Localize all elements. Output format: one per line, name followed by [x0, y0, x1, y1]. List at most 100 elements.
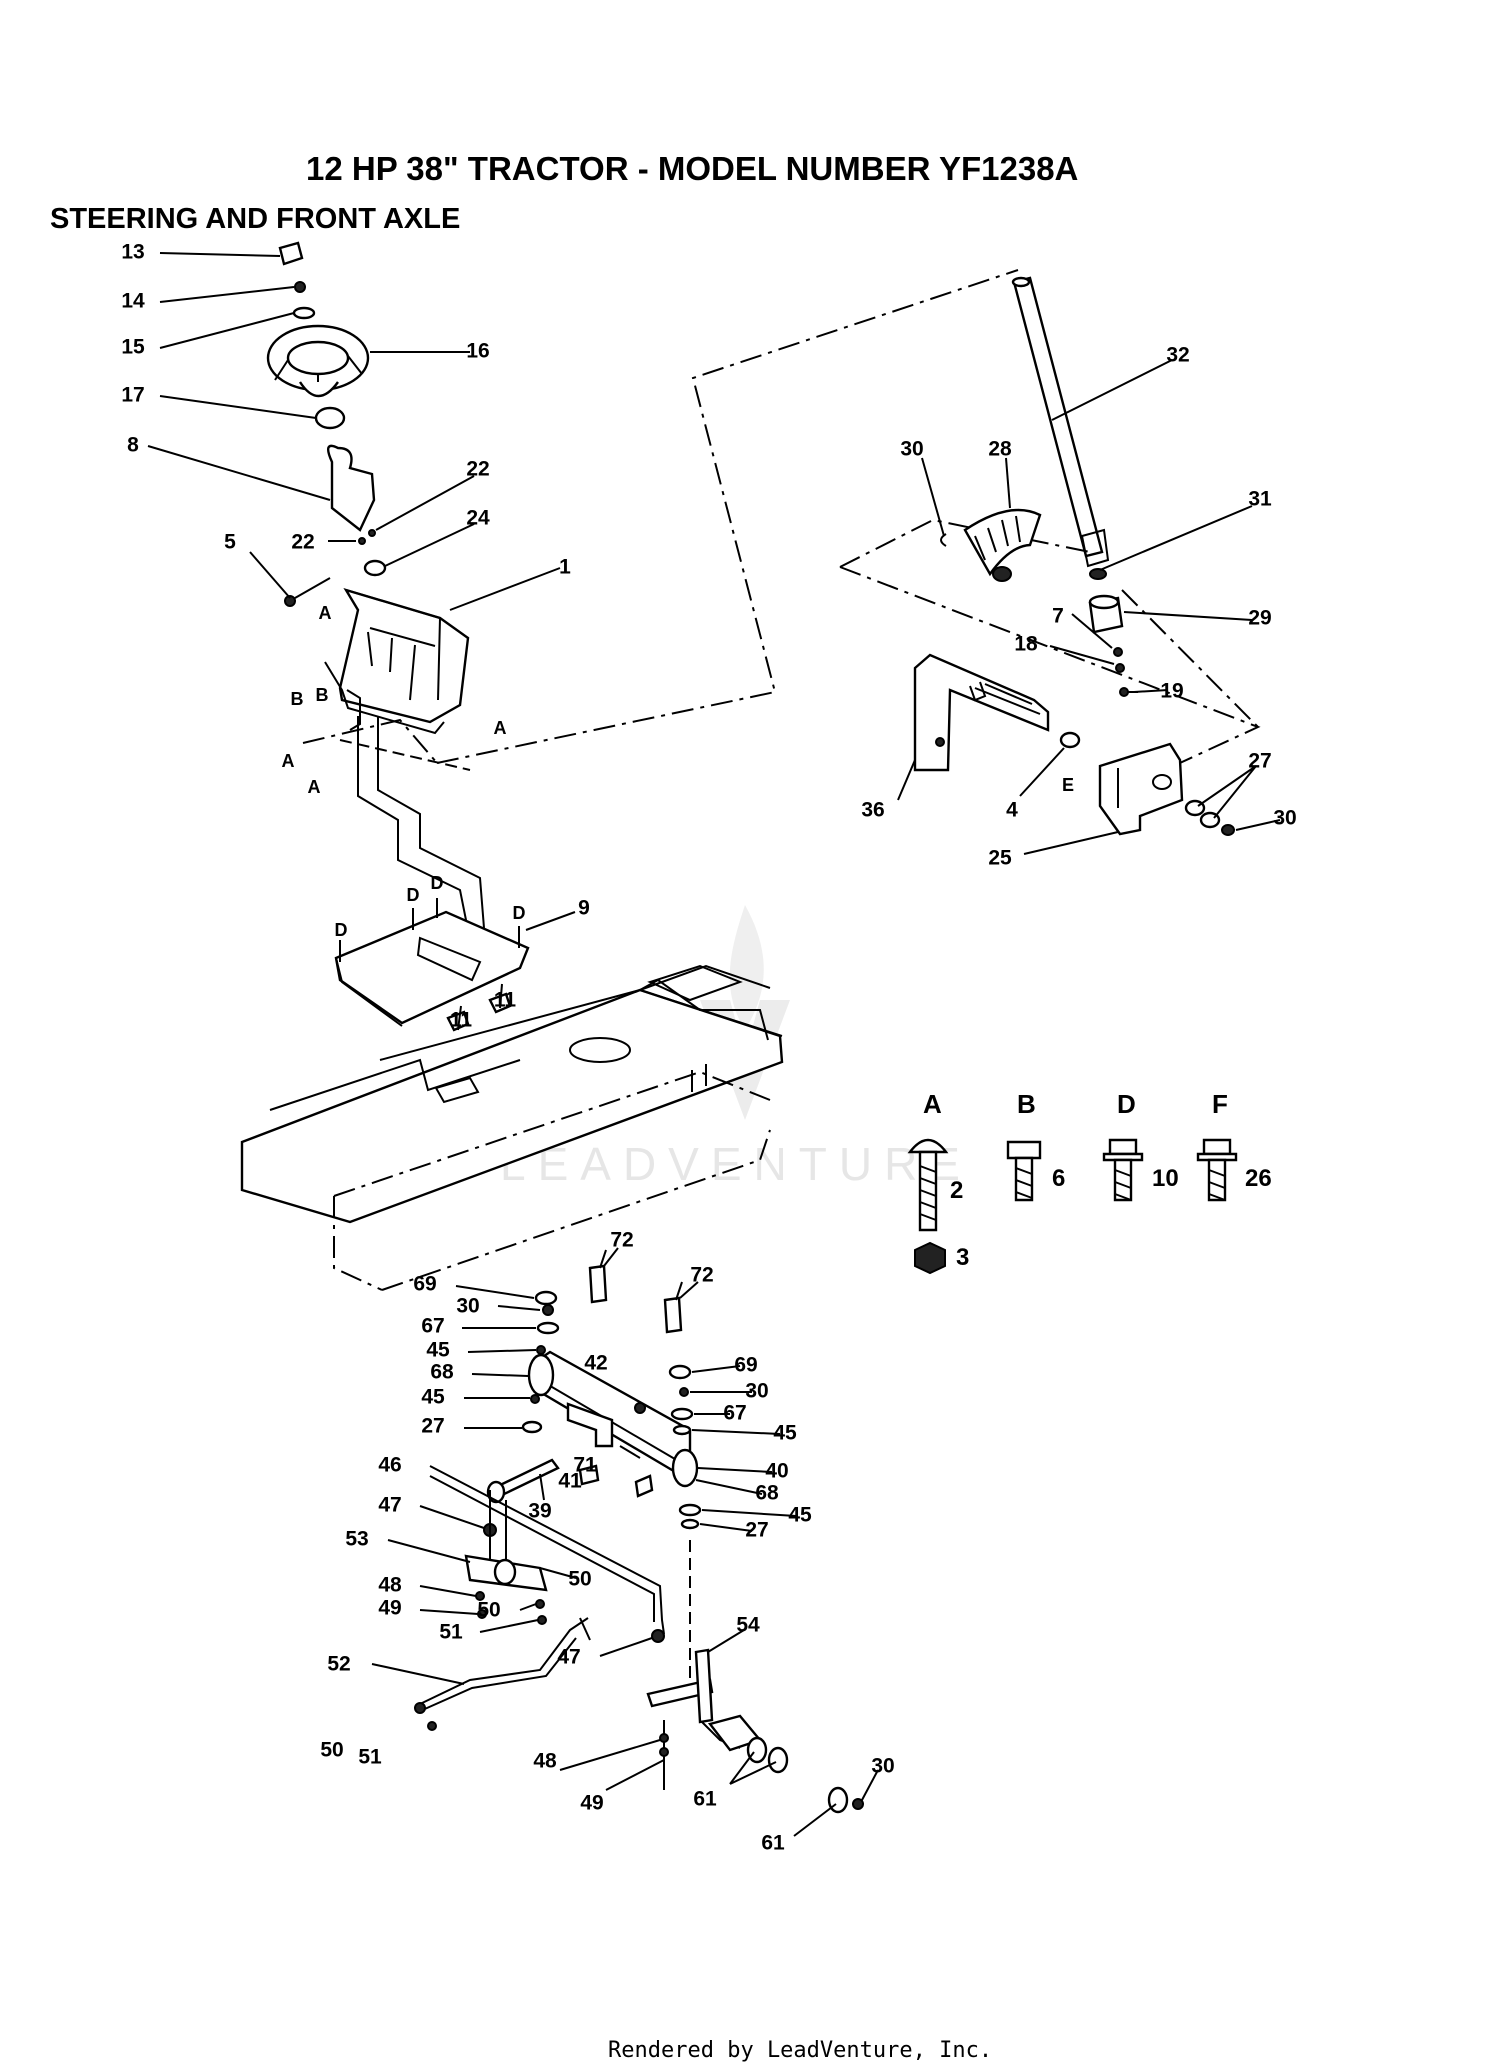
nut — [659, 1747, 669, 1757]
part-callout-27: 27 — [1248, 750, 1271, 773]
legend-letter: F — [1212, 1089, 1228, 1119]
ref-letter-B: B — [316, 685, 329, 705]
part-callout-48: 48 — [533, 1750, 557, 1773]
phantom-line — [1121, 589, 1259, 728]
part-callout-4: 4 — [1006, 799, 1018, 822]
spacer — [368, 529, 376, 537]
part-callout-39: 39 — [528, 1500, 551, 1523]
steering-lever — [913, 653, 1050, 772]
steering-shaft — [377, 716, 485, 929]
leader-lines — [147, 252, 1281, 1837]
phantom-line — [339, 739, 471, 771]
part-callout-30: 30 — [900, 438, 923, 461]
phantom-line — [436, 269, 1019, 764]
watermark-text: LEADVENTURE — [500, 1138, 972, 1190]
ref-letter-D: D — [335, 920, 348, 940]
nut — [651, 1629, 665, 1643]
washer — [1113, 647, 1123, 657]
ref-letter-B: B — [291, 689, 304, 709]
phantom-line — [302, 718, 438, 764]
steering-column-group — [266, 241, 387, 607]
front-axle-group — [414, 1249, 864, 1814]
steering-washer — [292, 306, 316, 320]
part-callout-27: 27 — [745, 1519, 768, 1542]
plate-bolts — [339, 898, 520, 962]
part-callout-46: 46 — [378, 1454, 401, 1477]
washer — [1115, 663, 1125, 673]
part-callout-69: 69 — [734, 1354, 757, 1377]
part-callout-41: 41 — [558, 1470, 582, 1493]
part-callout-47: 47 — [557, 1646, 580, 1669]
clip — [537, 1615, 547, 1625]
part-callout-45: 45 — [421, 1386, 445, 1409]
legend-letter: B — [1017, 1089, 1036, 1119]
washer — [680, 1518, 700, 1530]
part-callout-30: 30 — [871, 1755, 894, 1778]
page-title: 12 HP 38" TRACTOR - MODEL NUMBER YF1238A — [306, 150, 1078, 187]
flange-bolt-icon — [1196, 1138, 1238, 1202]
footer-credit: Rendered by LeadVenture, Inc. — [608, 2038, 992, 2063]
part-callout-54: 54 — [736, 1614, 760, 1637]
part-callout-49: 49 — [580, 1792, 603, 1815]
grease-fitting — [663, 1296, 683, 1334]
ref-letter-D: D — [513, 903, 526, 923]
phantom-line — [839, 566, 1261, 775]
section-title: STEERING AND FRONT AXLE — [50, 203, 460, 235]
part-callout-22: 22 — [466, 458, 489, 481]
part-callout-50: 50 — [320, 1739, 343, 1762]
pin — [578, 1464, 600, 1486]
part-callout-15: 15 — [121, 336, 145, 359]
part-callout-7: 7 — [1052, 605, 1064, 628]
part-callout-61: 61 — [761, 1832, 785, 1855]
axle-bushing — [534, 1290, 558, 1306]
part-callout-68: 68 — [430, 1361, 454, 1384]
part-callout-30: 30 — [745, 1380, 768, 1403]
part-callout-51: 51 — [439, 1621, 463, 1644]
ref-letter-D: D — [407, 885, 420, 905]
part-callout-27: 27 — [421, 1415, 444, 1438]
part-callout-49: 49 — [378, 1597, 401, 1620]
washer — [678, 1503, 702, 1517]
clip — [535, 1599, 545, 1609]
part-callout-69: 69 — [413, 1273, 436, 1296]
part-callout-30: 30 — [456, 1295, 479, 1318]
part-callout-9: 9 — [578, 897, 590, 920]
flange-bolt-icon — [1102, 1138, 1144, 1202]
axle-pivot — [527, 1353, 555, 1397]
part-callout-68: 68 — [755, 1482, 779, 1505]
spacer — [530, 1394, 540, 1404]
ref-letter-A: A — [319, 603, 332, 623]
steering-shaft — [357, 716, 469, 931]
part-callout-11: 11 — [494, 989, 517, 1012]
legend-part-number: 10 — [1152, 1165, 1179, 1192]
phantom-line — [839, 518, 1091, 568]
part-callout-25: 25 — [988, 847, 1012, 870]
ref-letter-A: A — [494, 718, 507, 738]
legend-part-number: 3 — [956, 1244, 969, 1271]
part-callout-22: 22 — [291, 531, 314, 554]
washer — [672, 1424, 692, 1436]
steering-nut — [294, 281, 306, 293]
part-callout-71: 71 — [573, 1454, 597, 1477]
ref-letter-A: A — [282, 751, 295, 771]
axle-bracket — [566, 1402, 614, 1448]
dash-panel — [324, 587, 470, 735]
drag-link — [429, 1465, 665, 1635]
part-callout-13: 13 — [121, 241, 144, 264]
part-callout-67: 67 — [723, 1402, 746, 1425]
legend-part-number: 26 — [1245, 1165, 1272, 1192]
part-callout-28: 28 — [988, 438, 1012, 461]
part-callout-72: 72 — [610, 1229, 633, 1252]
part-callout-51: 51 — [358, 1746, 382, 1769]
axle-pivot — [671, 1448, 699, 1488]
clip — [679, 1387, 689, 1397]
spindle-right — [646, 1678, 714, 1708]
part-callout-30: 30 — [1273, 807, 1296, 830]
washer-61 — [746, 1736, 768, 1764]
part-callout-16: 16 — [466, 340, 489, 363]
grease-fitting — [588, 1264, 608, 1304]
part-callout-42: 42 — [584, 1352, 607, 1375]
tractor-frame — [240, 964, 784, 1291]
